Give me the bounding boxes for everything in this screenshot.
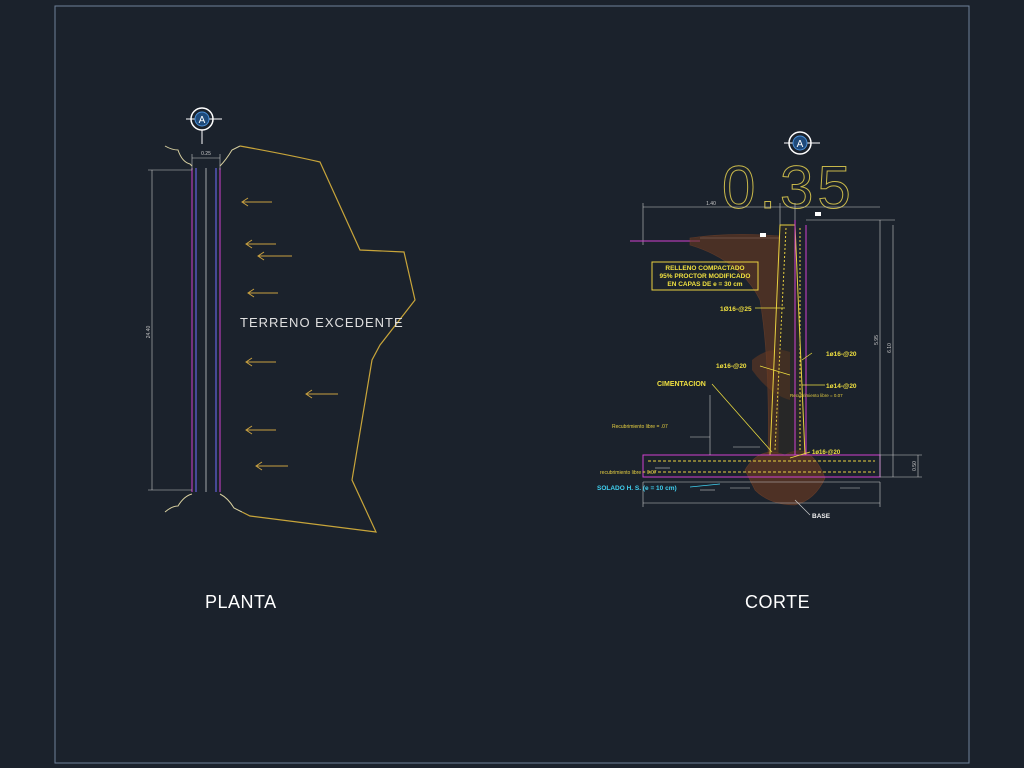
section-level-markers xyxy=(760,212,821,237)
section-recub-3: Recubrimiento libre = 0.07 xyxy=(790,393,843,398)
section-recub-2: recubrimiento libre = 0.07 xyxy=(600,470,657,476)
section-rebar-2: 1ø16-@20 xyxy=(716,363,747,370)
section-rebar-1: 1Ø16-@25 xyxy=(720,306,752,313)
section-rebar-3: 1ø16-@20 xyxy=(826,351,857,358)
section-dim-1: 1.40 xyxy=(706,201,716,207)
plan-view-title: PLANTA xyxy=(205,592,277,612)
section-solado: SOLADO H. S. (e = 10 cm) xyxy=(597,485,677,492)
plan-wall xyxy=(191,168,221,492)
section-cimentacion: CIMENTACION xyxy=(657,381,706,388)
plan-terrain-outline xyxy=(239,145,416,533)
section-base: BASE xyxy=(812,513,831,520)
plan-side-dim-text: 24.40 xyxy=(146,326,152,339)
plan-break-bottom xyxy=(164,493,243,513)
section-marker-label: A xyxy=(797,139,804,150)
section-marker: A xyxy=(784,131,820,155)
plan-top-dim xyxy=(191,154,221,170)
section-right-dims xyxy=(806,219,922,478)
section-leaders xyxy=(711,307,825,459)
section-dim-3: 6.10 xyxy=(887,343,893,353)
section-view-title: CORTE xyxy=(745,592,811,612)
section-big-text: 0.35 xyxy=(722,154,855,221)
section-rebar-4: 1ø14-@20 xyxy=(826,383,857,390)
plan-top-dim-text: 0.25 xyxy=(201,151,211,157)
section-rebar-5: 1ø16-@20 xyxy=(812,450,841,456)
section-dim-2: 5.95 xyxy=(874,335,880,345)
section-fill-note-1: RELLENO COMPACTADO xyxy=(665,265,744,272)
section-wall-stem xyxy=(769,220,807,456)
section-soil-bottom xyxy=(744,450,826,506)
section-recub-1: Recubrimiento libre = .07 xyxy=(612,424,668,430)
plan-break-top xyxy=(164,145,241,167)
plan-terrain-label: TERRENO EXCEDENTE xyxy=(240,315,404,330)
plan-marker-label: A xyxy=(199,115,206,126)
section-fill-note-3: EN CAPAS DE e = 30 cm xyxy=(667,281,742,288)
plan-side-dim xyxy=(148,169,192,491)
section-top-dim xyxy=(642,203,880,245)
section-dim-4: 0.50 xyxy=(912,461,918,471)
section-view: A 0.35 1.40 xyxy=(597,131,922,520)
section-bottom-dims xyxy=(642,395,881,507)
section-small-marks xyxy=(655,436,860,491)
plan-arrows xyxy=(241,197,338,471)
plan-section-marker: A xyxy=(186,107,222,144)
section-fill-note-2: 95% PROCTOR MODIFICADO xyxy=(660,273,751,280)
plan-view: A 0.25 24.40 xyxy=(146,107,416,533)
section-soil-mid xyxy=(752,349,790,400)
section-fill-note-box xyxy=(651,261,759,291)
drawing-frame xyxy=(54,5,970,764)
